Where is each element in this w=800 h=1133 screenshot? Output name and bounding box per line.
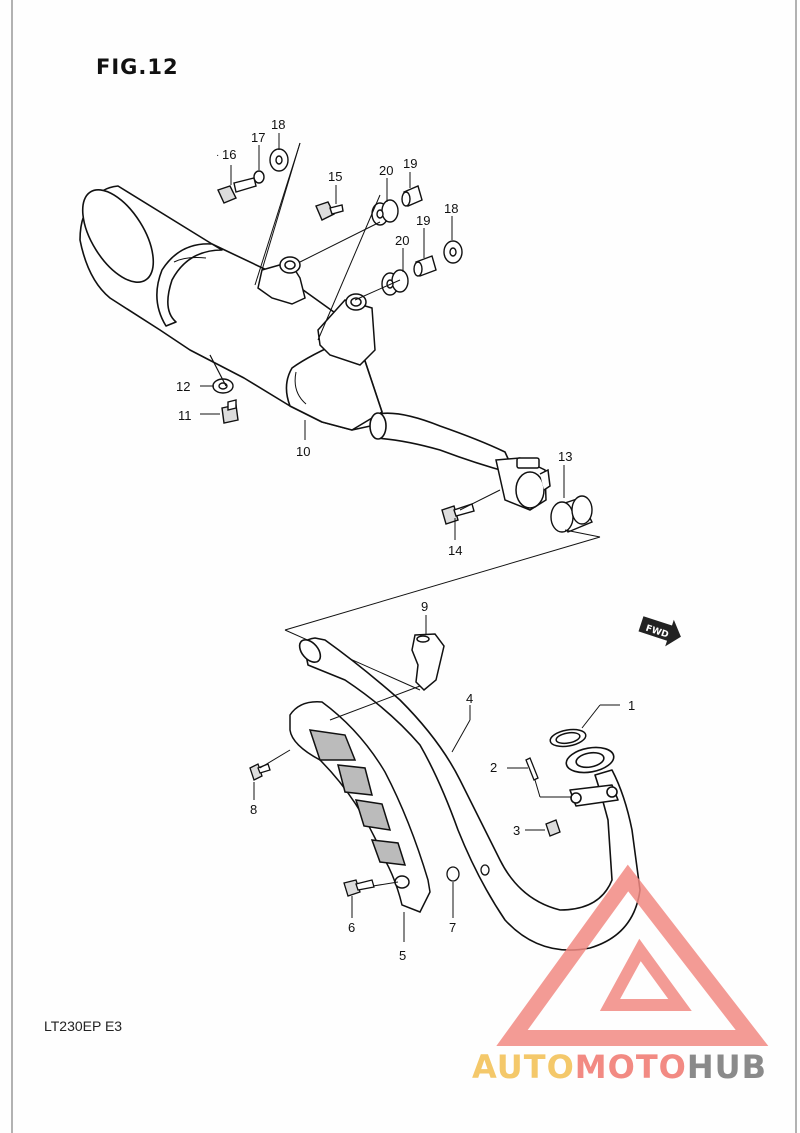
callout-12: 12 [176,379,190,394]
callout-18-upper: 18 [271,117,285,132]
callout-16: 16 [222,147,236,162]
callout-3: 3 [513,823,520,838]
callout-8: 8 [250,802,257,817]
bolt-6-icon [343,879,375,897]
callout-18-lower: 18 [444,201,458,216]
stud-2-icon [525,757,539,781]
callout-15: 15 [328,169,342,184]
gasket-ring-1-icon [549,728,587,748]
gasket-13-icon [550,495,593,533]
bolt-14-icon [441,503,475,525]
watermark-wordmark: AUTOMOTOHUB [472,1048,767,1086]
callout-labels: 1 2 3 4 5 6 7 8 9 10 11 12 13 14 15 16 1… [176,117,635,963]
callout-14: 14 [448,543,462,558]
bolt-15-icon [315,201,344,221]
callout-2: 2 [490,760,497,775]
bolt-11-icon [221,399,239,424]
muffler-brackets [257,256,376,366]
watermark-part-auto: AUTO [472,1048,575,1086]
callout-11: 11 [178,408,192,423]
callout-19-upper: 19 [403,156,417,171]
muffler-outlet-pipe [369,412,517,476]
heat-shield-5-icon [289,701,431,913]
callout-7: 7 [449,920,456,935]
collar-19-lower-icon [413,255,437,277]
watermark-part-moto: MOTO [574,1048,687,1086]
callout-20-lower: 20 [395,233,409,248]
bolt-16-icon [217,177,257,204]
model-code: LT230EP E3 [44,1018,123,1034]
upper-leader-lines [200,133,601,691]
lower-leader-lines [253,615,620,942]
washer-7-icon [446,864,490,882]
callout-17: 17 [251,130,265,145]
callout-4: 4 [466,691,473,706]
figure-title: FIG.12 [96,55,179,79]
callout-1: 1 [628,698,635,713]
bracket-9-icon [411,633,445,692]
tick-mark-16: · [216,150,219,161]
watermark-part-hub: HUB [686,1048,768,1086]
nut-17-icon [253,170,265,184]
callout-13: 13 [558,449,572,464]
grommet-20-upper-icon [371,199,399,226]
callout-19-lower: 19 [416,213,430,228]
callout-9: 9 [421,599,428,614]
collar-19-upper-icon [401,185,423,207]
callout-5: 5 [399,948,406,963]
muffler-fasteners [212,148,593,533]
outlet-clamp [495,457,551,511]
callout-20-upper: 20 [379,163,393,178]
nut-3-icon [545,819,561,837]
callout-6: 6 [348,920,355,935]
screw-8-icon [249,763,271,781]
watermark-logo-icon [496,864,769,1046]
callout-10: 10 [296,444,310,459]
fwd-arrow-icon: FWD [638,616,681,647]
